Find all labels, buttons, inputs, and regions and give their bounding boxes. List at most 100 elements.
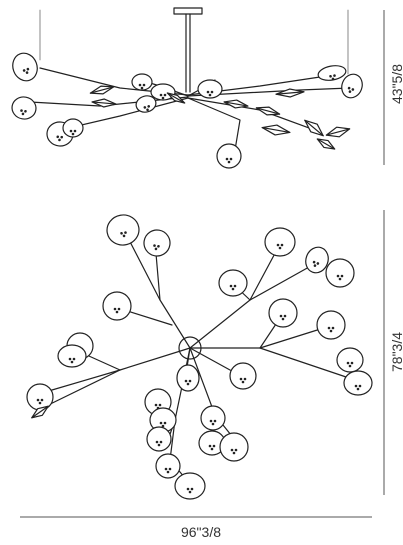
bulb-dot [331, 326, 335, 330]
leaf-shade [325, 258, 355, 288]
diamond-rib [261, 126, 291, 134]
shade-outline [176, 364, 200, 392]
bulb-dot [113, 307, 117, 311]
shade-outline [11, 96, 37, 120]
bulb-dot [166, 470, 170, 474]
bulb-dot [209, 419, 213, 423]
bulb-dot [312, 260, 316, 264]
bulb-dot [147, 105, 151, 108]
leaf-shade [229, 362, 257, 390]
bulb-dot [329, 329, 333, 333]
shade-outline [316, 310, 346, 340]
bulb-dot [350, 361, 354, 365]
shade-outline [135, 95, 157, 113]
leaf-shade [149, 407, 177, 433]
bulb-dot [229, 157, 233, 161]
bulb-dot [278, 246, 282, 250]
bulb-dot [60, 135, 64, 139]
bulb-dot [208, 93, 212, 97]
depth-dimension-label: 78"3/4 [389, 332, 403, 372]
bulb-dot [26, 67, 30, 71]
diamond-rib [316, 138, 336, 150]
arm [187, 87, 351, 97]
bulb-dot [69, 129, 73, 133]
shade-outline [268, 298, 298, 328]
bulb-dot [71, 132, 75, 136]
bulb-dot [184, 379, 188, 383]
shade-outline [218, 269, 248, 297]
bulb-dot [347, 86, 351, 90]
bulb-dot [243, 377, 247, 381]
shade-outline [62, 118, 84, 138]
bulb-dot [38, 401, 42, 405]
bulb-dot [155, 440, 159, 444]
bulb-dot [163, 421, 167, 425]
bulb-dot [161, 424, 165, 428]
leaf-shade [316, 310, 346, 340]
diamond-leaf [89, 85, 115, 95]
shade-outline [12, 52, 38, 82]
bulb-dot [354, 384, 358, 388]
bulb-dot [143, 106, 147, 109]
bulb-dot [336, 274, 340, 278]
leaf-shade [200, 405, 226, 431]
bulb-dot [338, 277, 342, 281]
bulb-dot [340, 274, 344, 278]
bulb-dot [230, 448, 234, 452]
bulb-dot [124, 231, 127, 234]
arm [189, 317, 281, 349]
leaf-shade [317, 65, 347, 81]
bulb-dot [190, 487, 194, 491]
bulb-dot [157, 443, 161, 447]
leaf-shade [150, 83, 176, 101]
bulb-dot [188, 379, 192, 383]
bulb-dot [186, 487, 190, 491]
bulb-dot [346, 361, 350, 365]
bulb-dot [225, 157, 229, 161]
bulb-dot [36, 398, 40, 402]
shade-outline [343, 370, 373, 396]
bulb-dot [40, 398, 44, 402]
bulb-dot [233, 284, 237, 288]
bulb-dot [115, 310, 119, 314]
leaf-shade [216, 143, 242, 169]
bulb-dot [348, 90, 352, 93]
leaf-shade [143, 229, 171, 257]
arm [79, 347, 191, 371]
shade-outline [305, 246, 329, 274]
diamond-leaf [261, 124, 291, 136]
bulb-dot [186, 382, 190, 386]
bulb-dot [163, 93, 167, 97]
bulb-dot [138, 83, 142, 87]
bulb-dot [283, 314, 287, 318]
bulb-dot [329, 75, 332, 78]
shade-outline [174, 472, 206, 500]
bulb-dot [241, 380, 245, 384]
bulb-dot [72, 357, 76, 361]
bulb-dot [210, 90, 214, 94]
leaf-shade [131, 73, 153, 91]
bulb-dot [140, 86, 144, 90]
arm [259, 347, 356, 381]
leaf-shade [26, 383, 54, 411]
diamond-leaf [223, 99, 249, 109]
leaf-shade [62, 118, 84, 138]
shade-outline [197, 79, 223, 99]
bulb-dot [146, 108, 149, 112]
diamond-rib [255, 107, 281, 115]
diamond-leaf [316, 138, 336, 150]
bulb-dot [188, 490, 192, 494]
bulb-dot [281, 317, 285, 321]
bulb-dot [20, 109, 23, 112]
ceiling-canopy [173, 7, 203, 15]
bulb-dot [70, 360, 74, 364]
diamond-rib [31, 405, 49, 419]
bulb-dot [213, 419, 217, 423]
leaf-shade [11, 96, 37, 120]
shade-outline [26, 383, 54, 411]
diamond-leaf [91, 98, 117, 108]
height-dimension-label: 43"5/8 [389, 64, 403, 104]
bulb-dot [358, 384, 362, 388]
arm [187, 97, 241, 151]
